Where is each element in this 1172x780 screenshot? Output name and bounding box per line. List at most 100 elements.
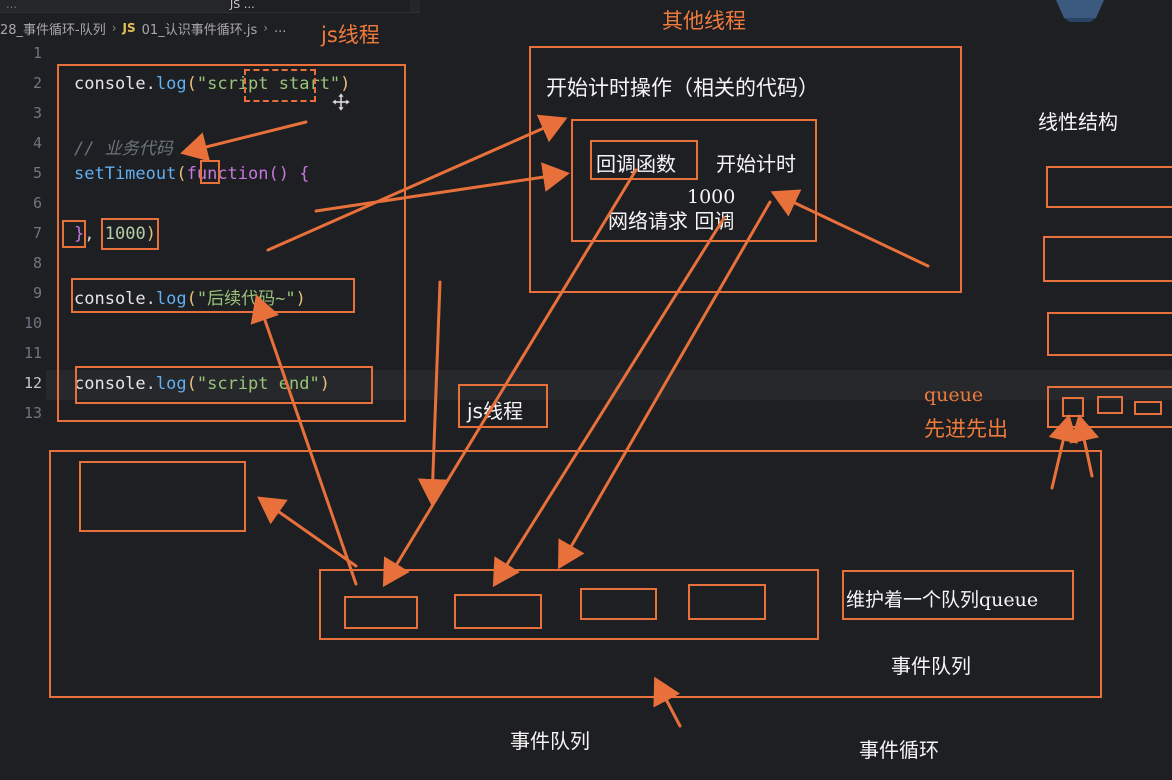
- line-number: 13: [23, 404, 42, 422]
- event-loop-label: 事件循环: [859, 738, 939, 762]
- token-function: function: [186, 164, 269, 184]
- move-cursor-icon: [331, 92, 351, 112]
- token-number: 1000: [104, 224, 146, 244]
- js-thread-box: [57, 64, 406, 422]
- linear-structure-label: 线性结构: [1038, 110, 1118, 134]
- delay-highlight-box: [101, 218, 159, 250]
- start-timing-label: 开始计时: [716, 152, 796, 176]
- token-paren: ): [295, 289, 306, 309]
- queue-task-box: [688, 584, 766, 620]
- queue-task-box: [454, 594, 542, 629]
- chevron-right-icon: ›: [263, 21, 269, 35]
- line-number: 4: [32, 134, 42, 152]
- token-comma: ,: [84, 224, 105, 244]
- token-paren: (: [186, 74, 197, 94]
- line-number: 1: [32, 44, 42, 62]
- line-number: 6: [32, 194, 42, 212]
- queue-item-box: [1134, 401, 1162, 415]
- queue-task-box: [580, 588, 657, 620]
- line-number: 9: [32, 284, 42, 302]
- arrow-to-comment: [180, 120, 308, 162]
- brace-highlight-box: [62, 220, 86, 248]
- token-paren: (: [186, 374, 197, 394]
- line-number: 10: [23, 314, 42, 332]
- line-number: 8: [32, 254, 42, 272]
- exec-stack-box: [79, 461, 246, 532]
- editor-tab[interactable]: …: [6, 0, 17, 11]
- line-number: 3: [32, 104, 42, 122]
- fifo-label: 先进先出: [924, 417, 1008, 441]
- token-brace: }: [74, 224, 85, 244]
- token-rest: () {: [268, 164, 310, 184]
- token-comment: // 业务代码: [74, 139, 173, 159]
- breadcrumb-folder[interactable]: 28_事件循环-队列: [0, 22, 106, 38]
- token-paren: ): [319, 374, 330, 394]
- arrow-js-thread-down: [417, 280, 448, 506]
- js-thread-label: js线程: [321, 23, 380, 47]
- arrow-callback-to-queue: [382, 168, 638, 588]
- editor-tab-active[interactable]: JS …: [230, 0, 410, 12]
- selection-box: [244, 69, 316, 102]
- arrow-to-event-loop: [653, 676, 682, 728]
- line-number: 5: [32, 164, 42, 182]
- event-queue-box: [319, 569, 819, 640]
- queue-box: [1047, 386, 1172, 428]
- script-end-box: [75, 366, 373, 404]
- token-console: console: [74, 74, 146, 94]
- arrow-to-other-thread: [266, 114, 568, 252]
- token-settimeout: setTimeout: [74, 164, 177, 184]
- event-queue-label: 事件队列: [891, 654, 971, 678]
- start-timer-op-label: 开始计时操作（相关的代码）: [546, 76, 819, 100]
- code-line-4[interactable]: // 业务代码: [74, 134, 173, 159]
- active-line-highlight: [46, 370, 1172, 400]
- timer-op-box: [571, 119, 817, 242]
- arrow-to-timer-op: [314, 162, 570, 213]
- arrow-network-to-queue: [492, 216, 726, 588]
- queue-item-box: [1097, 396, 1123, 414]
- token-dot: .: [145, 289, 156, 309]
- token-console: console: [74, 374, 146, 394]
- linear-slot-box: [1043, 236, 1172, 282]
- code-line-2[interactable]: console.log("script start"): [74, 74, 350, 94]
- line-number: 2: [32, 74, 42, 92]
- token-dot: .: [145, 74, 156, 94]
- callback-box: [590, 140, 698, 180]
- other-thread-label: 其他线程: [662, 9, 746, 33]
- token-paren: ): [340, 74, 351, 94]
- token-string: "script start": [196, 74, 341, 94]
- linear-slot-box: [1047, 312, 1172, 356]
- line-number: 7: [32, 224, 42, 242]
- timer-value-label: 1000: [687, 186, 736, 208]
- code-line-7[interactable]: }, 1000): [74, 224, 156, 244]
- token-dot: .: [145, 374, 156, 394]
- maintain-queue-box: [842, 570, 1074, 620]
- arrow-queue-in: [1048, 414, 1078, 490]
- token-log: log: [155, 374, 187, 394]
- token-paren: (: [176, 164, 187, 184]
- token-log: log: [155, 289, 187, 309]
- js-thread-mid-box: [458, 384, 548, 428]
- arrow-timing-to-queue: [558, 200, 772, 570]
- arrow-from-right: [770, 189, 930, 268]
- breadcrumb-more[interactable]: ...: [274, 20, 287, 36]
- js-file-icon: JS: [122, 21, 136, 35]
- line-number: 11: [23, 344, 42, 362]
- token-paren: ): [145, 224, 156, 244]
- code-line-5[interactable]: setTimeout(function() {: [74, 164, 309, 184]
- editor-tab-bar: … JS …: [0, 0, 420, 13]
- chevron-right-icon: ›: [111, 21, 117, 35]
- queue-task-box: [344, 596, 418, 629]
- event-queue-bottom-label: 事件队列: [510, 729, 590, 753]
- arrow-queue-to-stack: [257, 496, 358, 568]
- cube-logo-icon: [1050, 0, 1110, 22]
- network-request-label: 网络请求 回调: [608, 209, 735, 233]
- maintain-queue-label: 维护着一个队列queue: [846, 589, 1039, 611]
- line-number-active: 12: [23, 374, 42, 392]
- breadcrumb: 28_事件循环-队列 › JS 01_认识事件循环.js › ...: [0, 18, 286, 38]
- token-log: log: [155, 74, 187, 94]
- breadcrumb-file[interactable]: 01_认识事件循环.js: [141, 22, 258, 38]
- followup-code-box: [71, 278, 355, 313]
- other-thread-box: [529, 46, 962, 293]
- queue-label: queue: [924, 384, 984, 406]
